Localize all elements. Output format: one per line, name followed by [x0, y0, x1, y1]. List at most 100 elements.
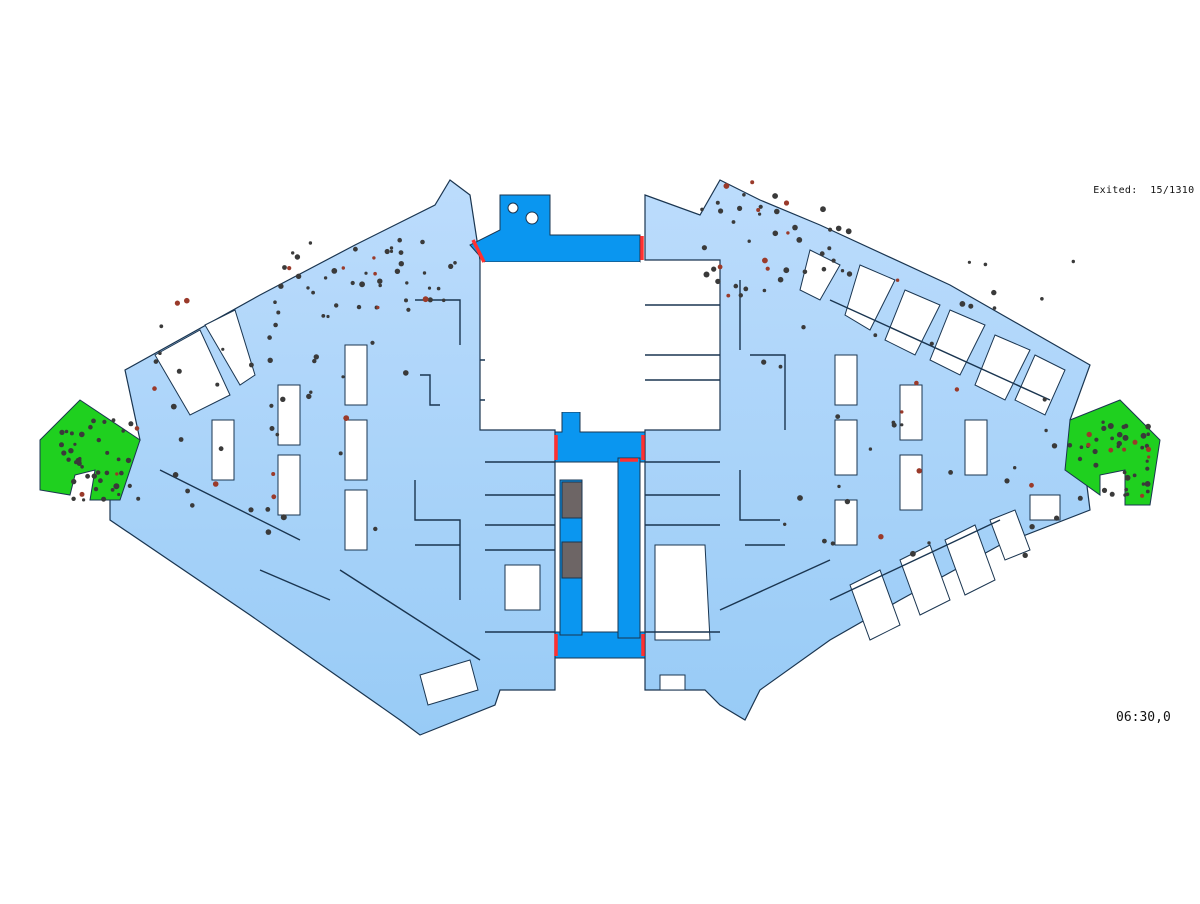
pedestrian-agent-icon [370, 340, 375, 345]
pedestrian-agent-icon [1122, 470, 1127, 475]
pedestrian-agent-icon [1101, 425, 1107, 431]
pedestrian-agent-icon [59, 429, 65, 435]
pedestrian-agent-icon [783, 522, 787, 526]
pedestrian-agent-icon [786, 231, 790, 235]
pedestrian-agent-icon [436, 286, 441, 291]
pedestrian-agent-icon [125, 457, 132, 464]
pedestrian-agent-icon [1029, 524, 1035, 530]
pedestrian-agent-icon [372, 256, 376, 260]
pedestrian-agent-icon [1077, 495, 1083, 501]
pedestrian-agent-icon [98, 478, 103, 484]
pedestrian-agent-icon [323, 276, 328, 280]
pedestrian-agent-icon [750, 180, 755, 185]
pedestrian-agent-icon [1141, 482, 1146, 486]
pedestrian-agent-icon [79, 491, 85, 497]
pedestrian-agent-icon [334, 303, 339, 308]
pedestrian-agent-icon [703, 271, 710, 278]
pedestrian-agent-icon [66, 457, 71, 462]
pedestrian-agent-icon [176, 368, 182, 374]
pedestrian-agent-icon [113, 483, 120, 490]
pedestrian-agent-icon [1054, 515, 1060, 521]
pedestrian-agent-icon [765, 266, 770, 271]
pedestrian-agent-icon [306, 286, 310, 290]
pedestrian-agent-icon [406, 307, 411, 312]
pedestrian-agent-icon [248, 507, 254, 513]
pedestrian-agent-icon [269, 403, 274, 408]
pedestrian-agent-icon [878, 534, 884, 540]
pedestrian-agent-icon [718, 208, 724, 214]
pedestrian-agent-icon [1101, 420, 1105, 424]
pedestrian-agent-icon [88, 424, 93, 430]
pedestrian-agent-icon [79, 431, 85, 438]
pedestrian-agent-icon [772, 230, 779, 237]
pedestrian-agent-icon [265, 529, 272, 535]
exited-label: Exited: [1093, 185, 1138, 196]
pedestrian-agent-icon [218, 446, 224, 452]
pedestrian-agent-icon [403, 370, 409, 376]
pedestrian-agent-icon [271, 472, 276, 476]
pedestrian-agent-icon [900, 423, 904, 427]
pedestrian-agent-icon [927, 541, 931, 545]
pedestrian-agent-icon [311, 290, 315, 295]
pedestrian-agent-icon [282, 265, 287, 270]
pedestrian-agent-icon [172, 472, 179, 478]
pedestrian-agent-icon [353, 246, 358, 252]
pedestrian-agent-icon [1147, 455, 1151, 459]
pedestrian-agent-icon [756, 208, 761, 212]
pedestrian-agent-icon [1145, 489, 1150, 494]
pedestrian-agent-icon [1124, 487, 1129, 492]
pedestrian-agent-icon [1145, 423, 1151, 430]
pedestrian-agent-icon [1132, 439, 1138, 445]
exited-counter: Exited: 15/1310 [1068, 174, 1194, 207]
right-wing-walls [645, 280, 1051, 633]
pedestrian-agent-icon [715, 200, 720, 205]
pedestrian-agent-icon [178, 437, 184, 442]
pedestrian-agent-icon [321, 314, 326, 318]
pedestrian-agent-icon [1101, 487, 1108, 493]
pedestrian-agent-icon [777, 276, 784, 283]
pedestrian-agent-icon [190, 503, 195, 508]
pedestrian-agent-icon [1040, 297, 1044, 301]
pedestrian-agent-icon [441, 298, 446, 303]
pedestrian-agent-icon [134, 426, 140, 431]
pedestrian-agent-icon [792, 224, 798, 231]
pedestrian-agent-icon [91, 473, 98, 479]
pedestrian-agent-icon [291, 251, 295, 255]
pedestrian-agent-icon [338, 451, 343, 456]
pedestrian-agent-icon [967, 260, 972, 264]
pedestrian-agent-icon [306, 393, 312, 400]
pedestrian-agent-icon [1116, 440, 1123, 447]
pedestrian-agents [59, 180, 1152, 558]
pedestrian-agent-icon [1067, 443, 1073, 448]
pedestrian-agent-icon [295, 273, 302, 279]
pedestrian-agent-icon [1022, 552, 1028, 558]
pedestrian-agent-icon [249, 362, 254, 368]
pedestrian-agent-icon [294, 254, 301, 260]
pedestrian-agent-icon [772, 193, 778, 199]
pedestrian-agent-icon [723, 183, 730, 189]
pedestrian-agent-icon [127, 483, 132, 488]
pedestrian-agent-icon [783, 200, 790, 206]
pedestrian-agent-icon [71, 478, 77, 485]
pedestrian-agent-icon [1086, 442, 1091, 448]
pedestrian-agent-icon [71, 496, 76, 501]
pedestrian-agent-icon [991, 289, 997, 296]
pedestrian-agent-icon [1146, 432, 1150, 437]
pedestrian-agent-icon [341, 375, 345, 379]
pedestrian-agent-icon [116, 457, 121, 462]
pedestrian-agent-icon [68, 448, 74, 454]
pedestrian-agent-icon [700, 207, 704, 212]
pedestrian-agent-icon [821, 266, 827, 272]
pedestrian-agent-icon [738, 293, 743, 298]
pedestrian-agent-icon [783, 267, 790, 274]
pedestrian-agent-icon [69, 431, 74, 436]
pedestrian-agent-icon [968, 303, 974, 309]
pedestrian-agent-icon [185, 488, 191, 494]
pedestrian-agent-icon [422, 296, 429, 303]
pedestrian-agent-icon [343, 415, 350, 421]
pedestrian-agent-icon [948, 470, 953, 475]
pedestrian-agent-icon [868, 447, 873, 451]
pedestrian-agent-icon [1123, 493, 1127, 497]
pedestrian-agent-icon [61, 450, 67, 456]
